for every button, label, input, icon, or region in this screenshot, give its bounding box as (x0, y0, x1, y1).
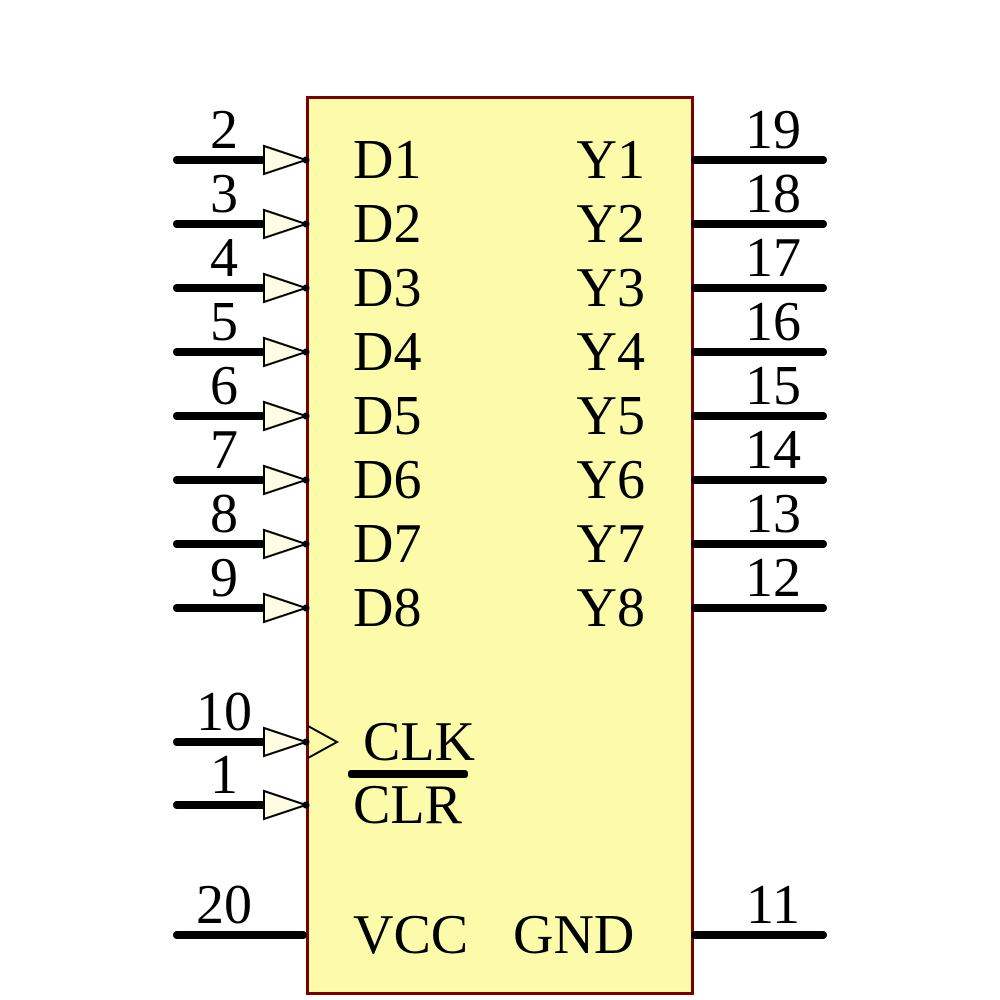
pin-number: 20 (196, 874, 252, 936)
pin-label: D4 (353, 321, 422, 383)
pin-wire (173, 156, 269, 164)
pin-wire (691, 348, 827, 356)
pin-label: D3 (353, 257, 422, 319)
chip-body (306, 96, 694, 995)
pin-label: GND (513, 904, 635, 966)
pin-wire (691, 156, 827, 164)
pin-number: 10 (196, 681, 252, 743)
pin-label: D8 (353, 577, 422, 639)
clock-edge-icon (307, 725, 340, 759)
pin-wire (173, 348, 269, 356)
input-arrow-icon (263, 726, 310, 758)
pin-number: 4 (210, 227, 238, 289)
pin-wire (173, 738, 269, 746)
pin-number: 11 (746, 874, 800, 936)
pin-label: CLK (363, 711, 475, 773)
input-arrow (262, 271, 310, 305)
pin-label: Y4 (576, 321, 645, 383)
pin-wire (691, 540, 827, 548)
pin-number: 3 (210, 163, 238, 225)
pin-wire (691, 931, 827, 939)
pin-wire (173, 604, 269, 612)
input-arrow-icon (263, 528, 310, 560)
pin-label: Y8 (576, 577, 645, 639)
input-arrow (262, 463, 310, 497)
pin-number: 14 (745, 419, 801, 481)
pin-number: 5 (210, 291, 238, 353)
pin-number: 12 (745, 547, 801, 609)
pin-number: 17 (745, 227, 801, 289)
pin-label: Y7 (576, 513, 645, 575)
input-arrow (262, 207, 310, 241)
input-arrow-icon (263, 400, 310, 432)
pin-number: 2 (210, 99, 238, 161)
pin-wire (173, 412, 269, 420)
pin-wire (173, 540, 269, 548)
clock-edge (307, 725, 340, 759)
pin-label: Y1 (576, 129, 645, 191)
pin-wire (173, 801, 269, 809)
input-arrow-icon (263, 144, 310, 176)
input-arrow-icon (263, 208, 310, 240)
pin-wire (173, 284, 269, 292)
input-arrow-icon (263, 464, 310, 496)
input-arrow (262, 143, 310, 177)
pin-number: 16 (745, 291, 801, 353)
pin-wire (691, 412, 827, 420)
active-low-bar (348, 770, 468, 778)
pin-number: 13 (745, 483, 801, 545)
pin-number: 9 (210, 547, 238, 609)
pin-wire (173, 220, 269, 228)
input-arrow-icon (263, 272, 310, 304)
input-arrow-icon (263, 789, 310, 821)
input-arrow (262, 527, 310, 561)
pin-label: Y5 (576, 385, 645, 447)
pin-label: D6 (353, 449, 422, 511)
pin-label: D7 (353, 513, 422, 575)
pin-wire (691, 604, 827, 612)
pin-wire (691, 476, 827, 484)
pin-wire (691, 220, 827, 228)
input-arrow (262, 591, 310, 625)
pin-wire (173, 931, 307, 939)
pin-label: Y2 (576, 193, 645, 255)
pin-label: D1 (353, 129, 422, 191)
pin-label: D2 (353, 193, 422, 255)
pin-number: 8 (210, 483, 238, 545)
pin-number: 6 (210, 355, 238, 417)
pin-number: 1 (210, 744, 238, 806)
pin-number: 15 (745, 355, 801, 417)
pin-label: D5 (353, 385, 422, 447)
input-arrow (262, 725, 310, 759)
input-arrow-icon (263, 336, 310, 368)
pin-number: 7 (210, 419, 238, 481)
pin-label: Y3 (576, 257, 645, 319)
input-arrow (262, 335, 310, 369)
pin-wire (691, 284, 827, 292)
pin-number: 18 (745, 163, 801, 225)
pin-number: 19 (745, 99, 801, 161)
pin-label: VCC (353, 904, 469, 966)
input-arrow (262, 788, 310, 822)
input-arrow (262, 399, 310, 433)
pin-label: Y6 (576, 449, 645, 511)
pin-label: CLR (353, 774, 462, 836)
pin-wire (173, 476, 269, 484)
input-arrow-icon (263, 592, 310, 624)
